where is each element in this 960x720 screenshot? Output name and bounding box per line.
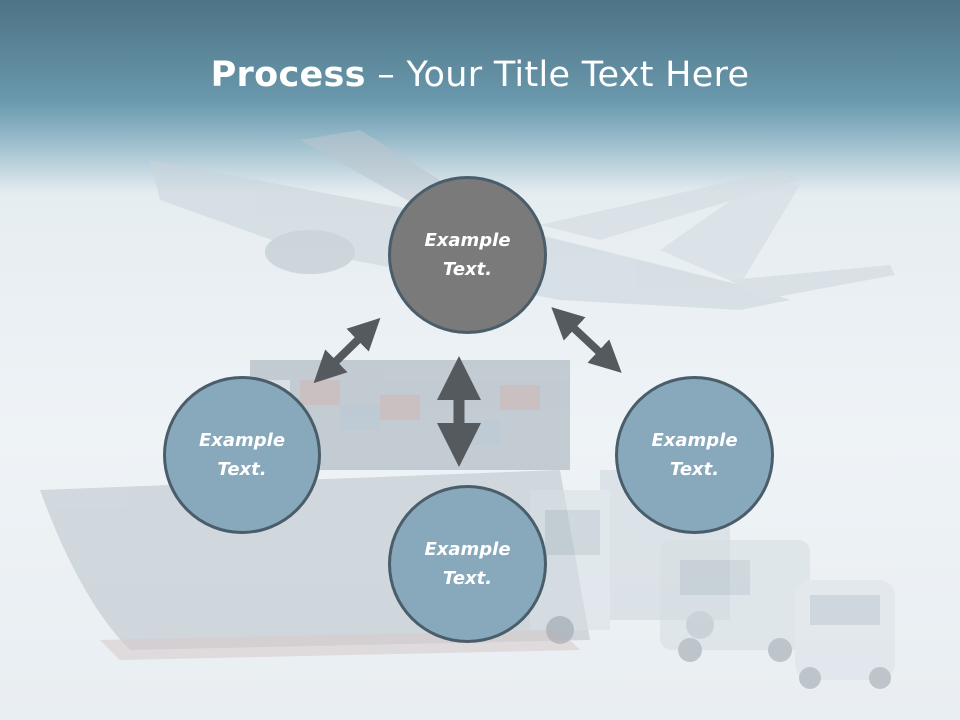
- node-top-line2: Text.: [442, 259, 493, 280]
- van-illustration: [660, 540, 895, 689]
- node-right-line1: Example: [651, 430, 738, 451]
- node-bottom-line1: Example: [424, 539, 511, 560]
- node-bottom-line2: Text.: [442, 568, 493, 589]
- node-left-line2: Text.: [217, 459, 267, 480]
- slide-title: Process – Your Title Text Here: [0, 52, 960, 98]
- node-left-line1: Example: [198, 430, 286, 451]
- node-top-line1: Example: [424, 230, 511, 251]
- cargo-ship-illustration: [40, 360, 590, 660]
- title-bold: Process: [210, 55, 366, 95]
- arrow-top-right: [551, 307, 622, 373]
- node-right-line2: Text.: [669, 459, 720, 480]
- arrow-top-left: [313, 317, 381, 384]
- title-rest: – Your Title Text Here: [365, 55, 750, 95]
